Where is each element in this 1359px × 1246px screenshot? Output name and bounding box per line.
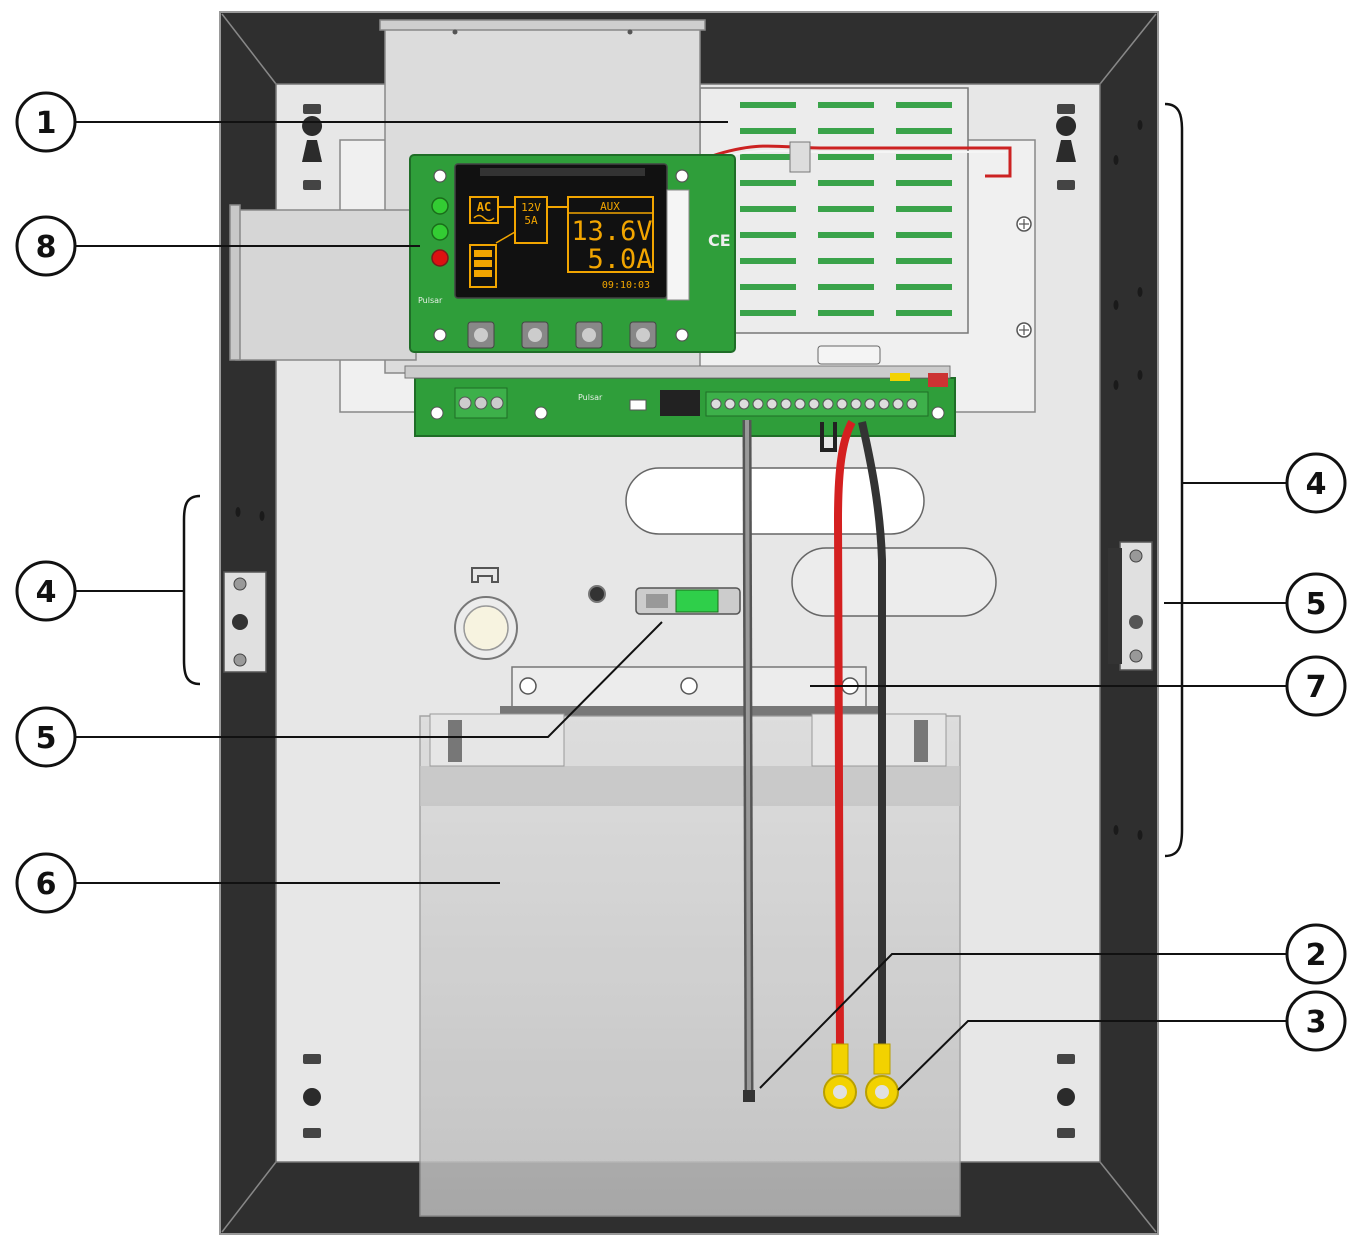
black-cable: [858, 421, 886, 1050]
temperature-probe: [742, 419, 755, 1102]
callout-1: 1: [15, 91, 77, 153]
rating-current: 5A: [524, 214, 538, 227]
mounting-keyholes: [302, 104, 1077, 1138]
display-buttons: [467, 321, 657, 349]
svg-text:2: 2: [1306, 938, 1327, 973]
aux-label: AUX: [600, 200, 620, 213]
ce-mark: CE: [708, 231, 731, 250]
svg-text:6: 6: [36, 867, 57, 902]
led-green-2: [431, 223, 449, 241]
display-board: AC 12V 5A AUX 13.6V 5.0A 09:10:03: [409, 154, 736, 353]
red-cable: [833, 420, 856, 1051]
callout-markers: 1 8 4 5 6 4 5 7: [15, 91, 1347, 1052]
callout-4-left: 4: [15, 560, 77, 622]
svg-text:4: 4: [1306, 467, 1327, 502]
ac-label: AC: [477, 200, 491, 214]
current-readout: 5.0A: [587, 244, 652, 275]
aux-readout-frame: [567, 196, 654, 273]
svg-text:5: 5: [1306, 587, 1327, 622]
led-red: [431, 249, 449, 267]
battery-fuse-holder: [635, 587, 741, 615]
led-green-1: [431, 197, 449, 215]
callout-2: 2: [1285, 923, 1347, 985]
svg-text:1: 1: [36, 106, 57, 141]
callout-8: 8: [15, 215, 77, 277]
svg-text:5: 5: [36, 721, 57, 756]
right-hinge: [1108, 541, 1153, 671]
callout-7: 7: [1285, 655, 1347, 717]
rating-voltage: 12V: [521, 201, 541, 214]
svg-text:3: 3: [1306, 1005, 1327, 1040]
svg-text:4: 4: [36, 575, 57, 610]
cable-slots: [625, 467, 997, 617]
left-hinge: [223, 571, 267, 673]
battery: [419, 713, 961, 1217]
side-holes: [235, 120, 1143, 840]
terminal-screws: [710, 398, 918, 410]
callout-5-right: 5: [1285, 572, 1347, 634]
brand-logo: Pulsar: [418, 296, 443, 305]
psu-module: [699, 87, 1032, 338]
callout-5-left: 5: [15, 706, 77, 768]
callout-leaders: [76, 121, 1287, 1091]
main-board-brand: Pulsar: [578, 393, 603, 402]
callout-4-right: 4: [1285, 452, 1347, 514]
svg-text:8: 8: [36, 230, 57, 265]
tamper-switch: [454, 567, 606, 660]
time-readout: 09:10:03: [602, 280, 650, 291]
battery-bracket: [500, 666, 878, 716]
callout-3: 3: [1285, 990, 1347, 1052]
svg-text:7: 7: [1306, 670, 1327, 705]
callout-6: 6: [15, 852, 77, 914]
module-vents: [740, 102, 952, 316]
battery-icon: [469, 230, 516, 288]
voltage-readout: 13.6V: [571, 216, 652, 247]
battery-cables: [820, 420, 899, 1109]
fuse: [817, 345, 881, 365]
